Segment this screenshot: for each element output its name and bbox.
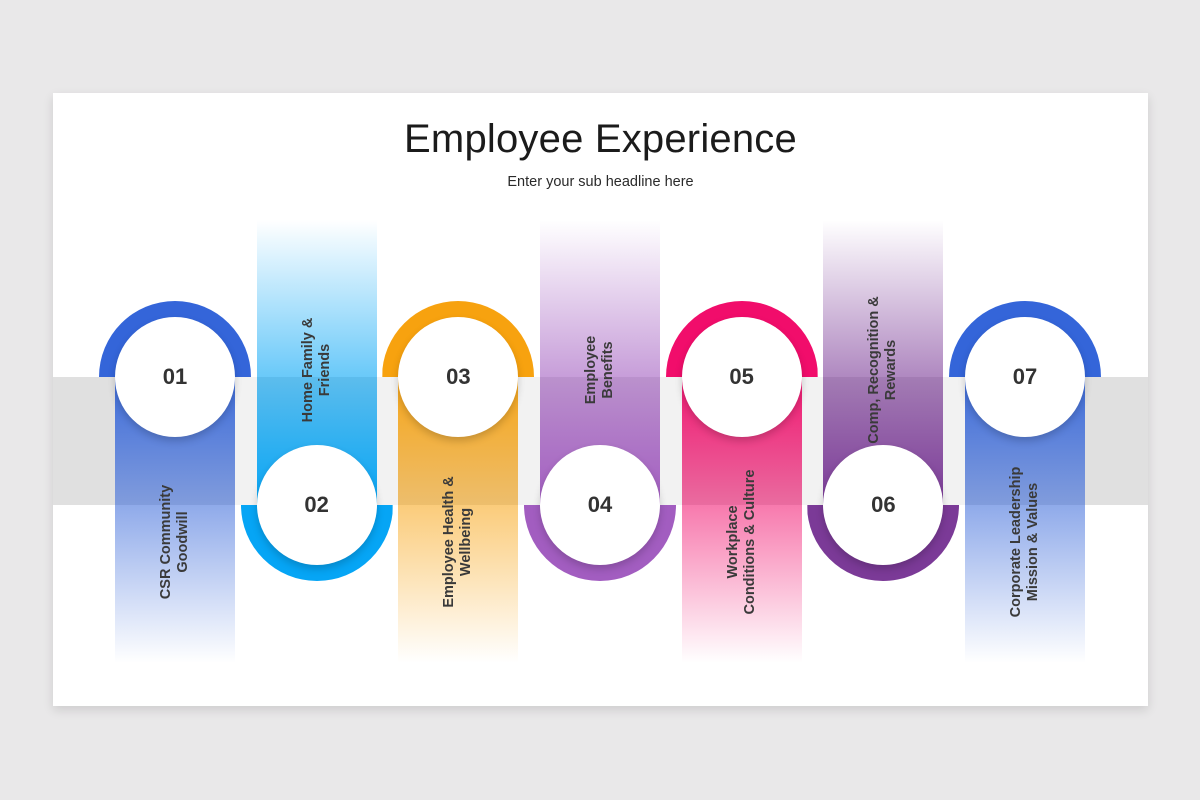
band-segment bbox=[376, 377, 399, 505]
page-title: Employee Experience bbox=[404, 117, 797, 161]
step-label-text: Comp, Recognition & Rewards bbox=[866, 296, 900, 444]
step-label-text: Workplace Conditions & Culture bbox=[724, 469, 758, 615]
step-number-circle: 07 bbox=[965, 317, 1086, 437]
step-label-text: Employee Benefits bbox=[583, 335, 616, 405]
step-number: 06 bbox=[871, 492, 896, 517]
step-number-circle: 06 bbox=[823, 445, 944, 565]
step-number: 04 bbox=[587, 492, 613, 517]
step-number: 07 bbox=[1012, 364, 1038, 389]
step-number-circle: 04 bbox=[540, 445, 660, 565]
step-number: 05 bbox=[729, 364, 754, 389]
band-segment bbox=[518, 377, 540, 505]
band-segment bbox=[801, 377, 824, 505]
step-label-text: Employee Health & Wellbeing bbox=[441, 476, 475, 608]
step-label-text: Corporate Leadership Mission & Values bbox=[1008, 466, 1042, 618]
step-number-circle: 05 bbox=[681, 317, 802, 437]
step-number: 02 bbox=[304, 492, 329, 517]
page-subtitle: Enter your sub headline here bbox=[507, 174, 694, 190]
step-number-circle: 03 bbox=[398, 317, 519, 437]
band-segment bbox=[235, 377, 257, 505]
step-number-circle: 01 bbox=[115, 317, 235, 437]
band-segment bbox=[943, 377, 965, 505]
band-segment bbox=[660, 377, 682, 505]
slide: Employee Experience Enter your sub headl… bbox=[53, 93, 1148, 706]
step-number: 03 bbox=[446, 364, 471, 389]
step-number-circle: 02 bbox=[256, 445, 377, 565]
step-label-text: Home Family & Friends bbox=[299, 317, 333, 423]
step-label-text: CSR Community Goodwill bbox=[158, 484, 191, 600]
step-number: 01 bbox=[162, 364, 188, 389]
